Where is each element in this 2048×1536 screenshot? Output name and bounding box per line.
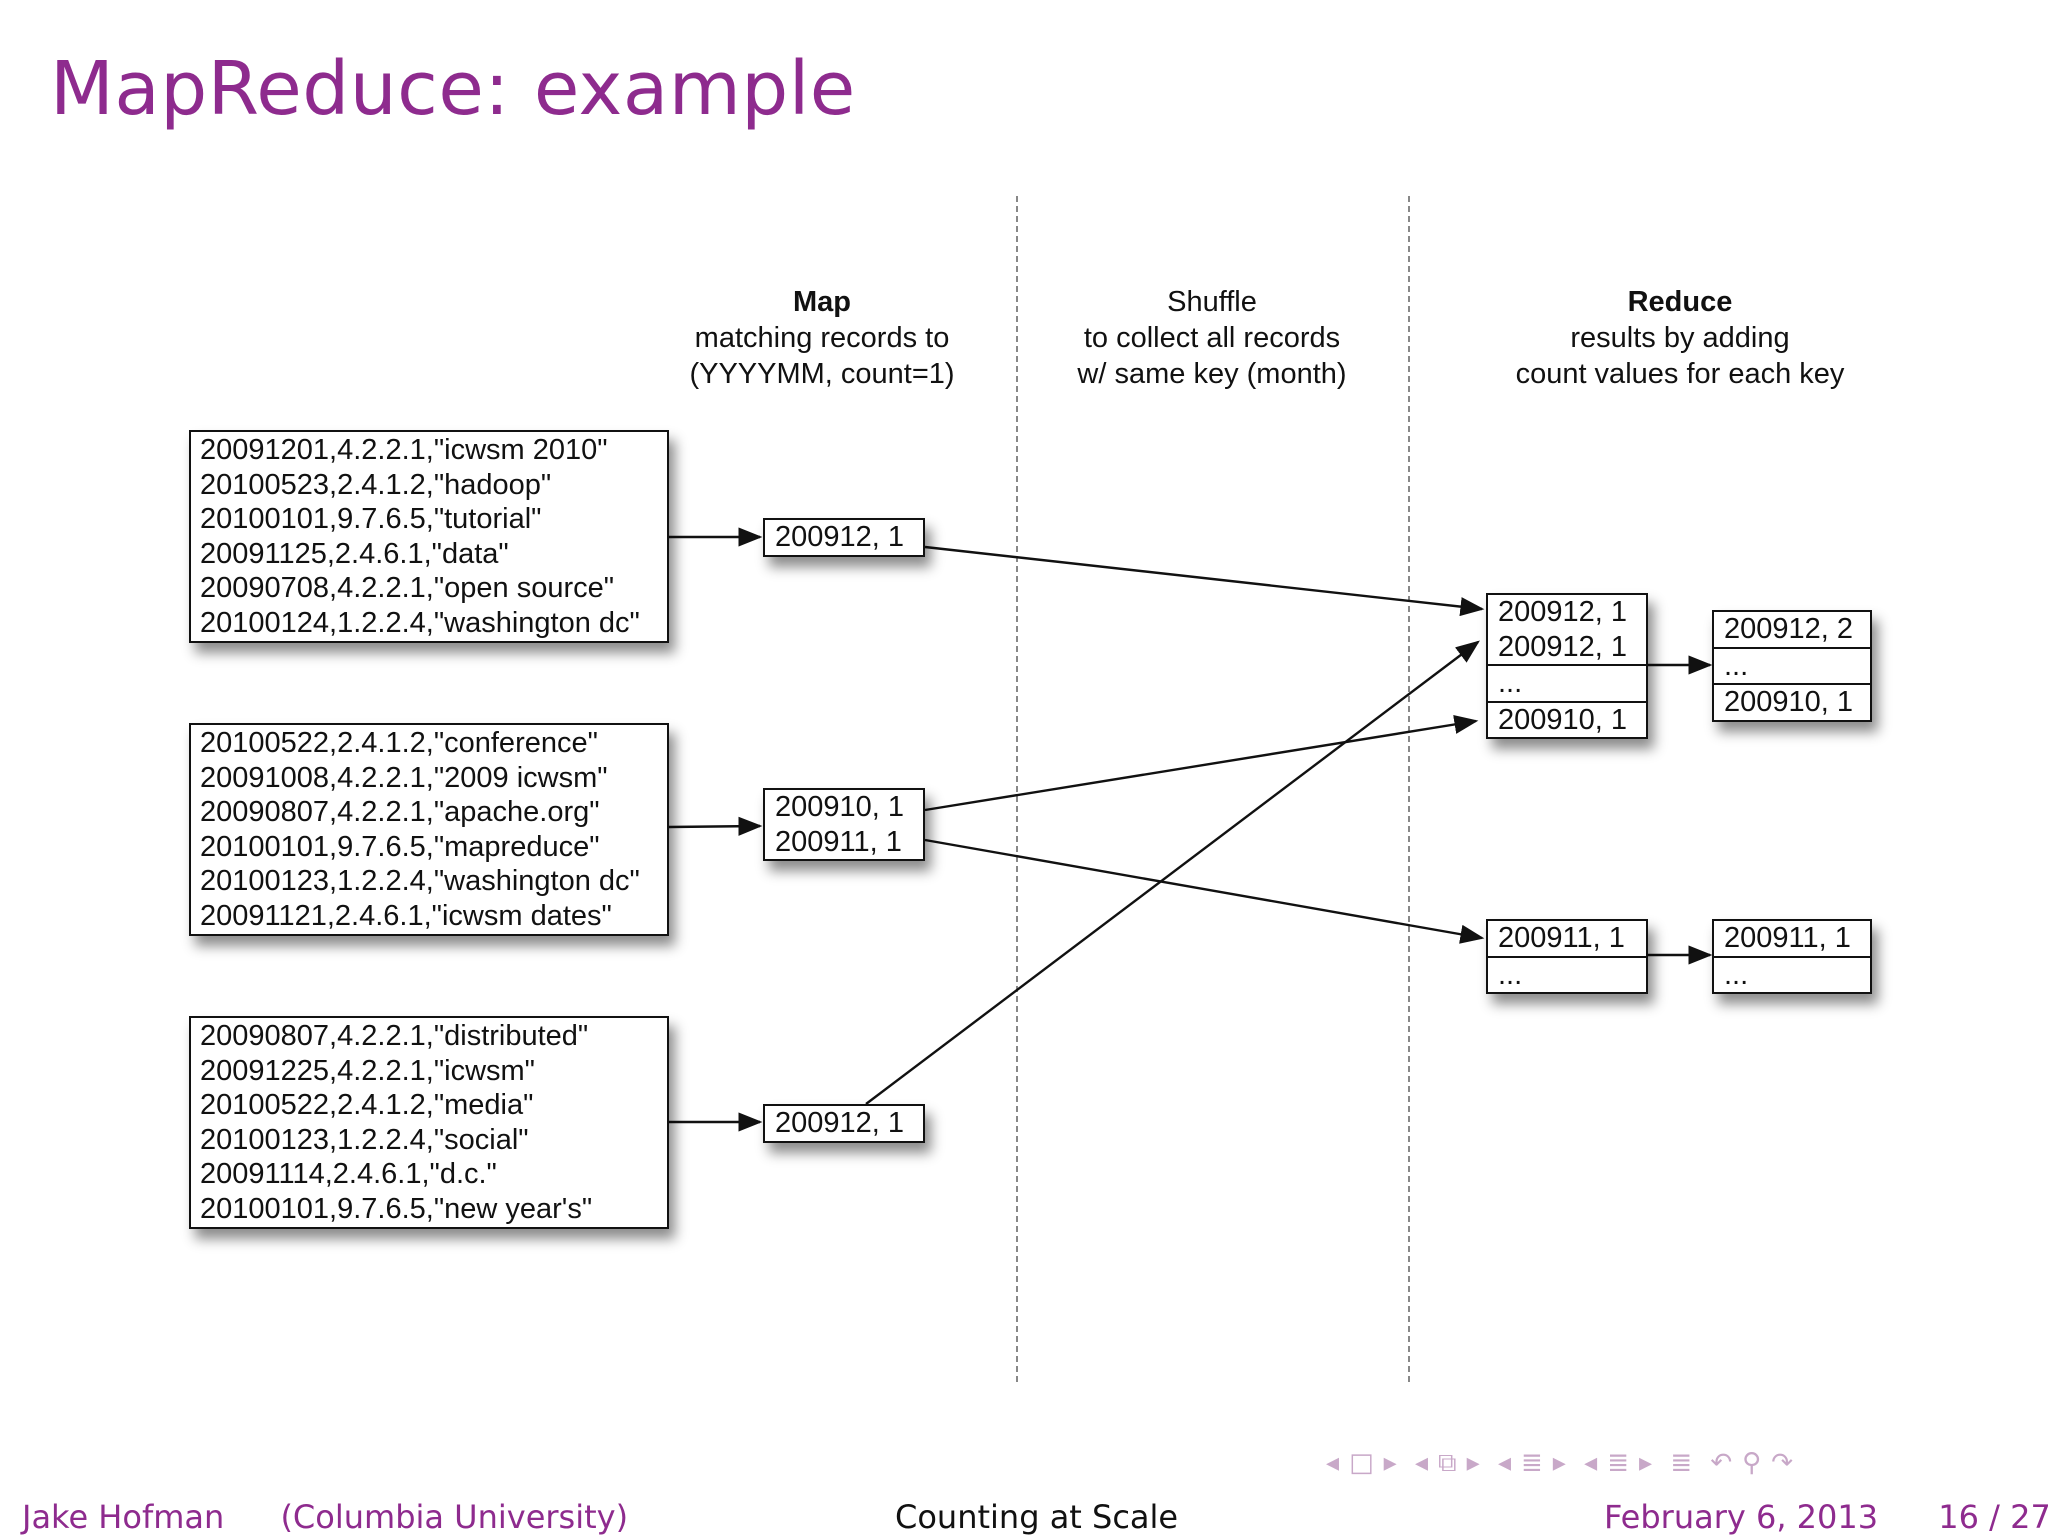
nav-next-section-icon[interactable]: ▸	[1552, 1448, 1566, 1478]
slide-title: MapReduce: example	[50, 46, 856, 132]
reduce-result-1: 200912, 2 ... 200910, 1	[1712, 610, 1872, 722]
nav-forward-icon[interactable]: ↷	[1771, 1448, 1794, 1478]
input-record: 20090807,4.2.2.1,"apache.org"	[200, 796, 600, 828]
nav-next-subsection-icon[interactable]: ▸	[1466, 1448, 1480, 1478]
shuffle-stage-name: Shuffle	[1167, 286, 1257, 318]
map-output-pair: 200910, 1	[775, 791, 905, 823]
nav-prev-slide-icon[interactable]: ◂	[1584, 1448, 1598, 1478]
input-record: 20100522,2.4.1.2,"conference"	[200, 727, 598, 759]
slide-title-text: MapReduce: example	[50, 46, 856, 132]
nav-prev-subsection-icon[interactable]: ◂	[1414, 1448, 1429, 1478]
shuffle-group-2: 200911, 1 ...	[1486, 919, 1648, 994]
map-output-pair: 200911, 1	[775, 825, 902, 858]
arrow-map2-group1	[924, 714, 1479, 812]
input-record: 20100522,2.4.1.2,"media"	[200, 1089, 534, 1121]
shuffle-stage-header: Shuffle to collect all records w/ same k…	[1047, 284, 1377, 392]
footer-date-page: February 6, 2013 16 / 27	[1604, 1498, 2048, 1536]
input-record: 20090807,4.2.2.1,"distributed"	[200, 1020, 589, 1052]
input-record: 20091125,2.4.6.1,"data"	[200, 537, 509, 570]
map-output-2: 200910, 1 200911, 1	[763, 788, 925, 861]
reduce-result-1-tail: 200910, 1	[1714, 683, 1870, 720]
footer-page-number: 16 / 27	[1938, 1498, 2048, 1536]
nav-back-icon[interactable]: ↶	[1710, 1448, 1733, 1478]
shuffle-stage-desc-2: w/ same key (month)	[1077, 358, 1347, 390]
input-record: 20100101,9.7.6.5,"mapreduce"	[200, 830, 600, 863]
reduce-result-2-ellipsis: ...	[1714, 955, 1870, 993]
reduce-stage-name: Reduce	[1627, 286, 1733, 318]
footer-date: February 6, 2013	[1604, 1498, 1879, 1536]
map-output-1: 200912, 1	[763, 518, 925, 557]
shuffle-pair: 200910, 1	[1498, 703, 1628, 736]
reduce-pair: 200910, 1	[1724, 686, 1854, 718]
input-record: 20100124,1.2.2.4,"washington dc"	[200, 606, 640, 639]
arrow-map1-group1	[924, 545, 1485, 617]
reduce-result-2-main: 200911, 1	[1714, 921, 1870, 956]
input-block-1: 20091201,4.2.2.1,"icwsm 2010" 20100523,2…	[189, 430, 669, 643]
reduce-stage-desc-2: count values for each key	[1515, 358, 1845, 390]
nav-subsection-icon[interactable]: ⧉	[1438, 1448, 1457, 1478]
shuffle-reduce-divider	[1408, 196, 1410, 1382]
nav-search-icon[interactable]: ⚲	[1742, 1448, 1762, 1478]
nav-prev-frame-icon[interactable]: ◂	[1326, 1448, 1340, 1478]
map-stage-desc-2: (YYYYMM, count=1)	[689, 358, 955, 390]
nav-prev-section-icon[interactable]: ◂	[1497, 1448, 1511, 1478]
reduce-pair: 200911, 1	[1724, 922, 1851, 954]
shuffle-group-2-ellipsis: ...	[1488, 955, 1646, 993]
shuffle-stage-desc-1: to collect all records	[1083, 322, 1341, 354]
shuffle-pair: 200911, 1	[1498, 922, 1625, 954]
shuffle-pair: 200912, 1	[1498, 630, 1628, 663]
input-record: 20100523,2.4.1.2,"hadoop"	[200, 468, 552, 501]
map-stage-header: Map matching records to (YYYYMM, count=1…	[662, 284, 982, 392]
map-output-pair: 200912, 1	[775, 1107, 905, 1139]
input-block-2: 20100522,2.4.1.2,"conference" 20091008,4…	[189, 723, 669, 936]
reduce-result-2: 200911, 1 ...	[1712, 919, 1872, 994]
reduce-result-1-ellipsis: ...	[1714, 646, 1870, 684]
shuffle-pair: 200912, 1	[1498, 596, 1628, 628]
nav-next-slide-icon[interactable]: ▸	[1638, 1448, 1653, 1478]
footer-author: Jake Hofman (Columbia University)	[22, 1498, 628, 1536]
reduce-stage-header: Reduce results by adding count values fo…	[1470, 284, 1890, 392]
shuffle-group-1: 200912, 1 200912, 1 ... 200910, 1	[1486, 593, 1648, 739]
shuffle-group-1-main: 200912, 1 200912, 1	[1488, 595, 1646, 664]
input-record: 20091201,4.2.2.1,"icwsm 2010"	[200, 434, 608, 466]
input-record: 20100123,1.2.2.4,"washington dc"	[200, 865, 640, 897]
reduce-pair: 200912, 2	[1724, 613, 1854, 645]
map-stage-desc-1: matching records to	[694, 322, 950, 354]
shuffle-ellipsis: ...	[1498, 958, 1523, 991]
input-record: 20100101,9.7.6.5,"new year's"	[200, 1192, 593, 1225]
input-block-3: 20090807,4.2.2.1,"distributed" 20091225,…	[189, 1016, 669, 1229]
shuffle-ellipsis: ...	[1498, 667, 1523, 699]
reduce-result-1-main: 200912, 2	[1714, 612, 1870, 647]
map-stage-name: Map	[793, 286, 851, 318]
footer-author-name: Jake Hofman	[22, 1498, 225, 1536]
footer-affiliation: (Columbia University)	[280, 1498, 629, 1536]
input-record: 20100123,1.2.2.4,"social"	[200, 1123, 529, 1156]
input-record: 20100101,9.7.6.5,"tutorial"	[200, 503, 542, 535]
input-record: 20091114,2.4.6.1,"d.c."	[200, 1158, 497, 1190]
reduce-ellipsis: ...	[1724, 958, 1749, 991]
reduce-ellipsis: ...	[1724, 649, 1749, 682]
nav-frame-icon[interactable]: □	[1349, 1448, 1374, 1478]
nav-section-icon[interactable]: ≣	[1521, 1448, 1543, 1478]
nav-next-frame-icon[interactable]: ▸	[1383, 1448, 1397, 1478]
nav-slide-icon[interactable]: ≣	[1607, 1448, 1629, 1478]
map-shuffle-divider	[1016, 196, 1018, 1382]
input-record: 20090708,4.2.2.1,"open source"	[200, 572, 615, 604]
shuffle-group-1-ellipsis: ...	[1488, 664, 1646, 701]
beamer-nav: ◂ □ ▸ ◂ ⧉ ▸ ◂ ≣ ▸ ◂ ≣ ▸ ≣ ↶ ⚲ ↷	[1326, 1448, 1803, 1479]
arrow-map3-group1	[865, 640, 1480, 1105]
map-output-3: 200912, 1	[763, 1104, 925, 1143]
input-record: 20091008,4.2.2.1,"2009 icwsm"	[200, 761, 608, 794]
reduce-stage-desc-1: results by adding	[1570, 322, 1790, 354]
arrow-map2-group2	[924, 838, 1485, 944]
footer-talk-title: Counting at Scale	[895, 1498, 1179, 1536]
map-output-pair: 200912, 1	[775, 521, 905, 553]
shuffle-group-2-main: 200911, 1	[1488, 921, 1646, 956]
arrow-input2-map2	[668, 816, 763, 836]
input-record: 20091225,4.2.2.1,"icwsm"	[200, 1054, 535, 1087]
input-record: 20091121,2.4.6.1,"icwsm dates"	[200, 899, 612, 932]
nav-toc-icon[interactable]: ≣	[1670, 1448, 1693, 1478]
shuffle-group-1-tail: 200910, 1	[1488, 700, 1646, 738]
